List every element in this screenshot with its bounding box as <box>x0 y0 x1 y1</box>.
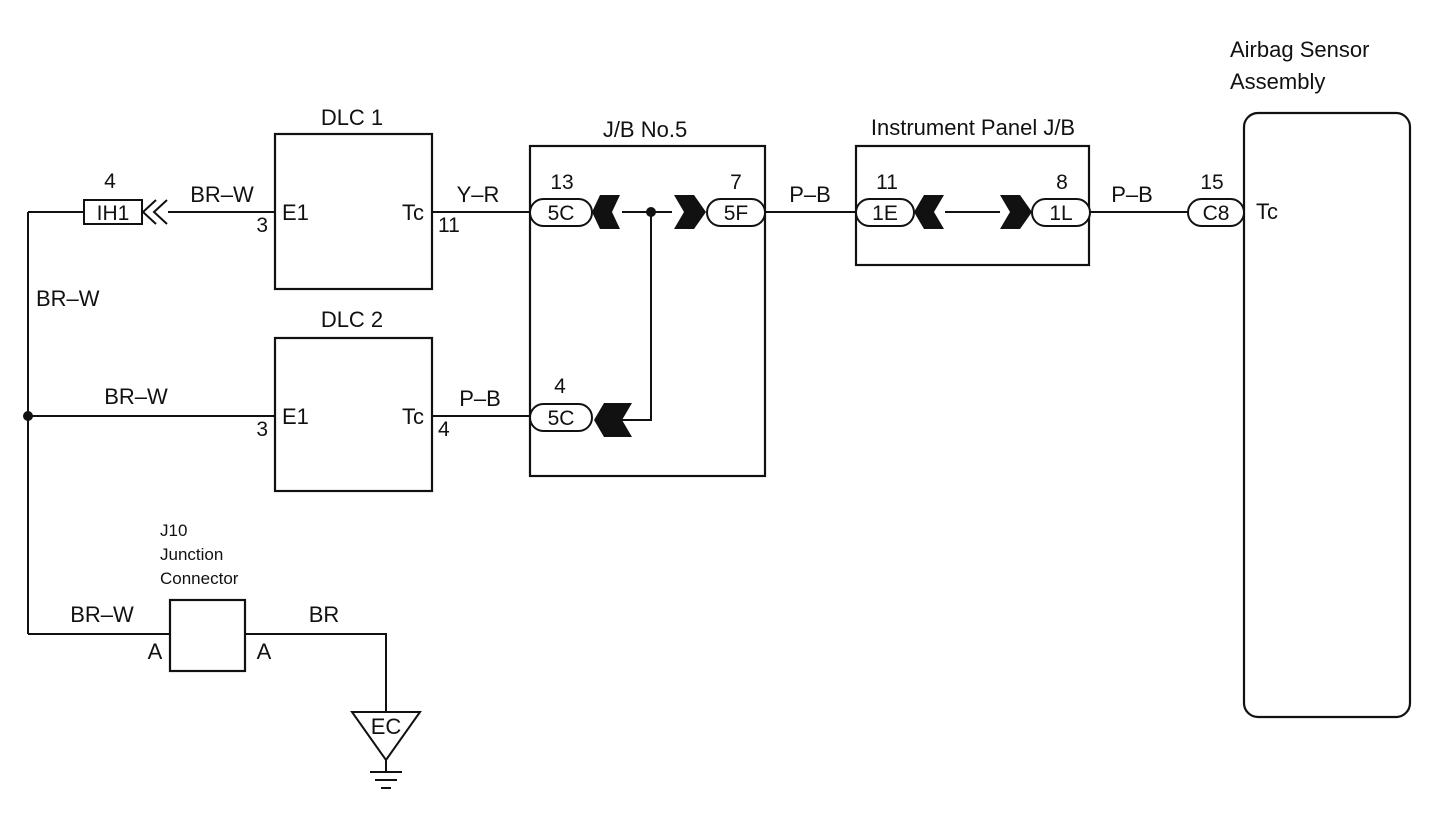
jb5-conn-5f <box>706 198 766 227</box>
wire-labels: BR–W Y–R P–B P–B BR–W BR–W P–B BR–W BR <box>36 182 1153 627</box>
wire-label-dlc1-jb5: Y–R <box>457 182 500 207</box>
wires <box>27 211 1188 712</box>
ih1-label: IH1 <box>97 202 130 225</box>
dlc2-box <box>273 336 434 493</box>
dlc2-tc-label: Tc <box>402 404 424 429</box>
airbag-conn-c8-pin: 15 <box>1200 171 1223 194</box>
j10-to-ground-wire <box>245 633 387 712</box>
splice-dot-jb5 <box>646 207 656 217</box>
j10-label-line3: Connector <box>160 569 239 588</box>
ipjb-right-arrow-icon <box>1000 195 1032 229</box>
dlc2-tc-pin: 4 <box>438 418 450 441</box>
j10-left-pin: A <box>148 639 163 664</box>
dlc2: DLC 2 E1 Tc 3 4 <box>256 307 450 493</box>
jb5-conn-5f-label: 5F <box>724 202 749 225</box>
jb5-conn-5c-bottom-pin: 4 <box>554 375 566 398</box>
dlc1-e1-pin: 3 <box>256 214 268 237</box>
ipjb-conn-1l-label: 1L <box>1049 202 1072 225</box>
ground-label: EC <box>371 714 402 739</box>
dlc1-title: DLC 1 <box>321 105 383 130</box>
jb5-bottom-arrow-icon <box>594 403 632 437</box>
j10-box <box>168 598 247 673</box>
dlc1-tc-label: Tc <box>402 200 424 225</box>
ipjb-left-arrow-icon <box>914 195 944 229</box>
wire-label-ipjb-airbag: P–B <box>1111 182 1153 207</box>
jb5-box <box>528 144 767 478</box>
jb5-conn-5c-top <box>529 198 593 227</box>
airbag-title-line1: Airbag Sensor <box>1230 37 1369 62</box>
j10-label-line1: J10 <box>160 521 187 540</box>
dlc1: DLC 1 E1 Tc 3 11 <box>256 105 460 291</box>
jb5-internal-wire-vertical <box>622 212 652 421</box>
ih1-connector: IH1 4 <box>83 170 168 225</box>
j10-right-pin: A <box>257 639 272 664</box>
ipjb-title: Instrument Panel J/B <box>871 115 1075 140</box>
jb5-right-arrow-icon <box>674 195 706 229</box>
jb5-conn-5c-top-pin: 13 <box>550 171 573 194</box>
airbag-box <box>1242 111 1412 719</box>
jb5-conn-5f-pin: 7 <box>730 171 742 194</box>
jb5-title: J/B No.5 <box>603 117 687 142</box>
dlc2-e1-pin: 3 <box>256 418 268 441</box>
ipjb-conn-1e-pin: 11 <box>876 171 898 194</box>
wire-label-ih1-dlc1: BR–W <box>190 182 254 207</box>
ipjb-conn-1e <box>855 198 915 227</box>
wire-label-bus-j10: BR–W <box>70 602 134 627</box>
dlc1-tc-pin: 11 <box>438 214 460 237</box>
dlc2-e1-label: E1 <box>282 404 309 429</box>
dlc1-e1-label: E1 <box>282 200 309 225</box>
wire-label-bus-dlc2: BR–W <box>104 384 168 409</box>
dlc2-title: DLC 2 <box>321 307 383 332</box>
splice-dot-bus <box>23 411 33 421</box>
dlc1-box <box>273 132 434 291</box>
ih1-chevron-icon <box>141 199 168 225</box>
jb5-conn-5c-bottom-label: 5C <box>548 407 575 430</box>
ground-triangle-icon <box>350 711 422 762</box>
ipjb-conn-1l-pin: 8 <box>1056 171 1068 194</box>
jb5: J/B No.5 5C 13 5F 7 5C 4 <box>528 117 767 478</box>
wire-label-dlc2-jb5: P–B <box>459 386 501 411</box>
j10-label-line2: Junction <box>160 545 223 564</box>
jb5-conn-5c-top-label: 5C <box>548 202 575 225</box>
ipjb-conn-1l <box>1031 198 1091 227</box>
ground-ec: EC <box>350 711 422 789</box>
wire-label-left-vertical: BR–W <box>36 286 100 311</box>
airbag-conn-c8-label: C8 <box>1203 202 1230 225</box>
airbag-conn-c8 <box>1187 198 1245 227</box>
ipjb-conn-1e-label: 1E <box>872 202 898 225</box>
jb5-conn-5c-bottom <box>529 403 593 432</box>
airbag-sensor-assembly: Airbag Sensor Assembly C8 15 Tc <box>1187 37 1412 719</box>
airbag-tc-terminal: Tc <box>1256 199 1278 224</box>
ipjb: Instrument Panel J/B 1E 11 1L 8 <box>854 115 1091 267</box>
jb5-left-arrow-icon <box>592 195 620 229</box>
j10-junction-connector: J10 Junction Connector A A <box>148 521 272 673</box>
ih1-pin-number: 4 <box>104 170 116 193</box>
airbag-title-line2: Assembly <box>1230 69 1325 94</box>
wire-label-jb5-ipjb: P–B <box>789 182 831 207</box>
wire-label-j10-ground: BR <box>309 602 340 627</box>
